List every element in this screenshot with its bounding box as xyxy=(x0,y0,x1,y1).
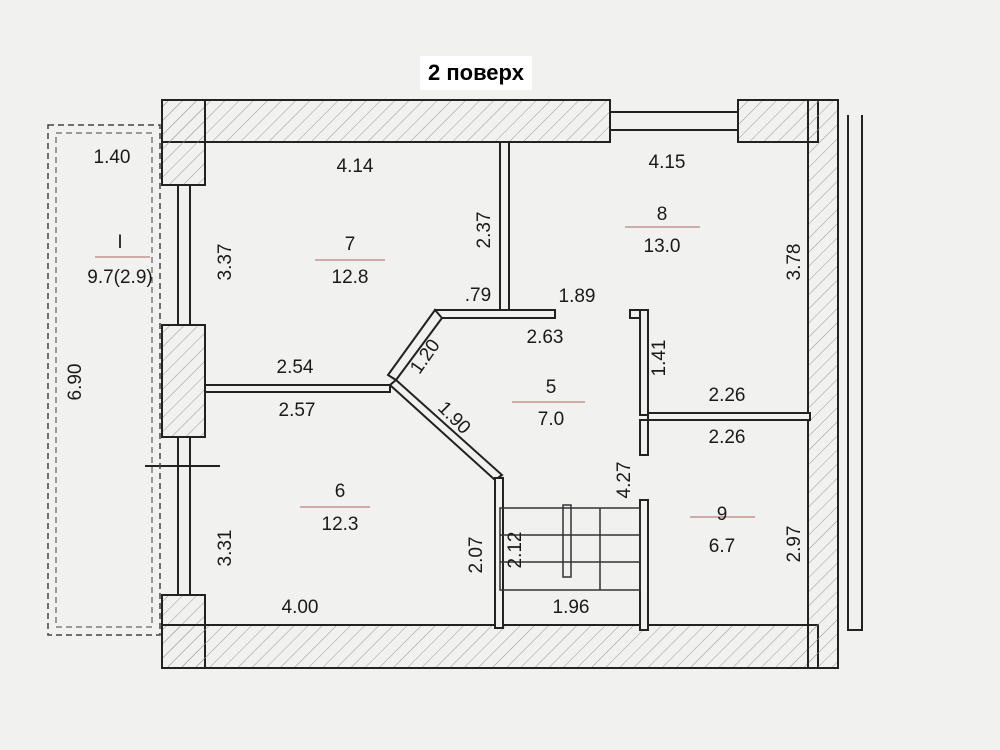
room-area: 9.7(2.9) xyxy=(87,267,152,288)
dimension: 4.27 xyxy=(614,462,635,499)
room-number: 8 xyxy=(657,204,668,225)
dimension: 4.00 xyxy=(282,597,319,618)
room-number: 9 xyxy=(717,504,728,525)
dimension: 2.37 xyxy=(474,212,495,249)
staircase xyxy=(499,504,641,591)
dimension: 3.37 xyxy=(215,244,236,281)
dimension: 2.26 xyxy=(709,427,746,448)
room-area: 12.3 xyxy=(322,514,359,535)
dimension: 2.97 xyxy=(784,526,805,563)
balcony-outline xyxy=(47,124,161,636)
room-number: 13.0 xyxy=(644,236,681,257)
room-number: I xyxy=(117,232,122,253)
room-area: 12.8 xyxy=(332,267,369,288)
dimension: 1.90 xyxy=(433,398,474,439)
windows xyxy=(145,111,863,631)
room-number: 6 xyxy=(335,481,346,502)
dimension: 3.78 xyxy=(784,244,805,281)
dimension: 1.40 xyxy=(94,147,131,168)
room-number: 7 xyxy=(345,234,356,255)
dimension: 1.41 xyxy=(649,340,670,377)
area-lines xyxy=(95,226,755,518)
dimension: 2.07 xyxy=(466,537,487,574)
floor-title: 2 поверх xyxy=(420,56,532,90)
room-number: 5 xyxy=(546,377,557,398)
room-area: 7.0 xyxy=(538,409,564,430)
dimension: 4.14 xyxy=(337,156,374,177)
dimension: 2.12 xyxy=(505,532,526,569)
dimension: 3.31 xyxy=(215,530,236,567)
dimension: 1.89 xyxy=(559,286,596,307)
dimension: 2.26 xyxy=(709,385,746,406)
dimension: 2.63 xyxy=(527,327,564,348)
outer-walls xyxy=(161,99,839,669)
dimension: 4.15 xyxy=(649,152,686,173)
room-area: 6.7 xyxy=(709,536,735,557)
dimension: 2.54 xyxy=(277,357,314,378)
interior-walls xyxy=(204,141,811,631)
dimension: 1.96 xyxy=(553,597,590,618)
dimension: .79 xyxy=(465,285,491,306)
dimension: 6.90 xyxy=(65,364,86,401)
dimension: 2.57 xyxy=(279,400,316,421)
